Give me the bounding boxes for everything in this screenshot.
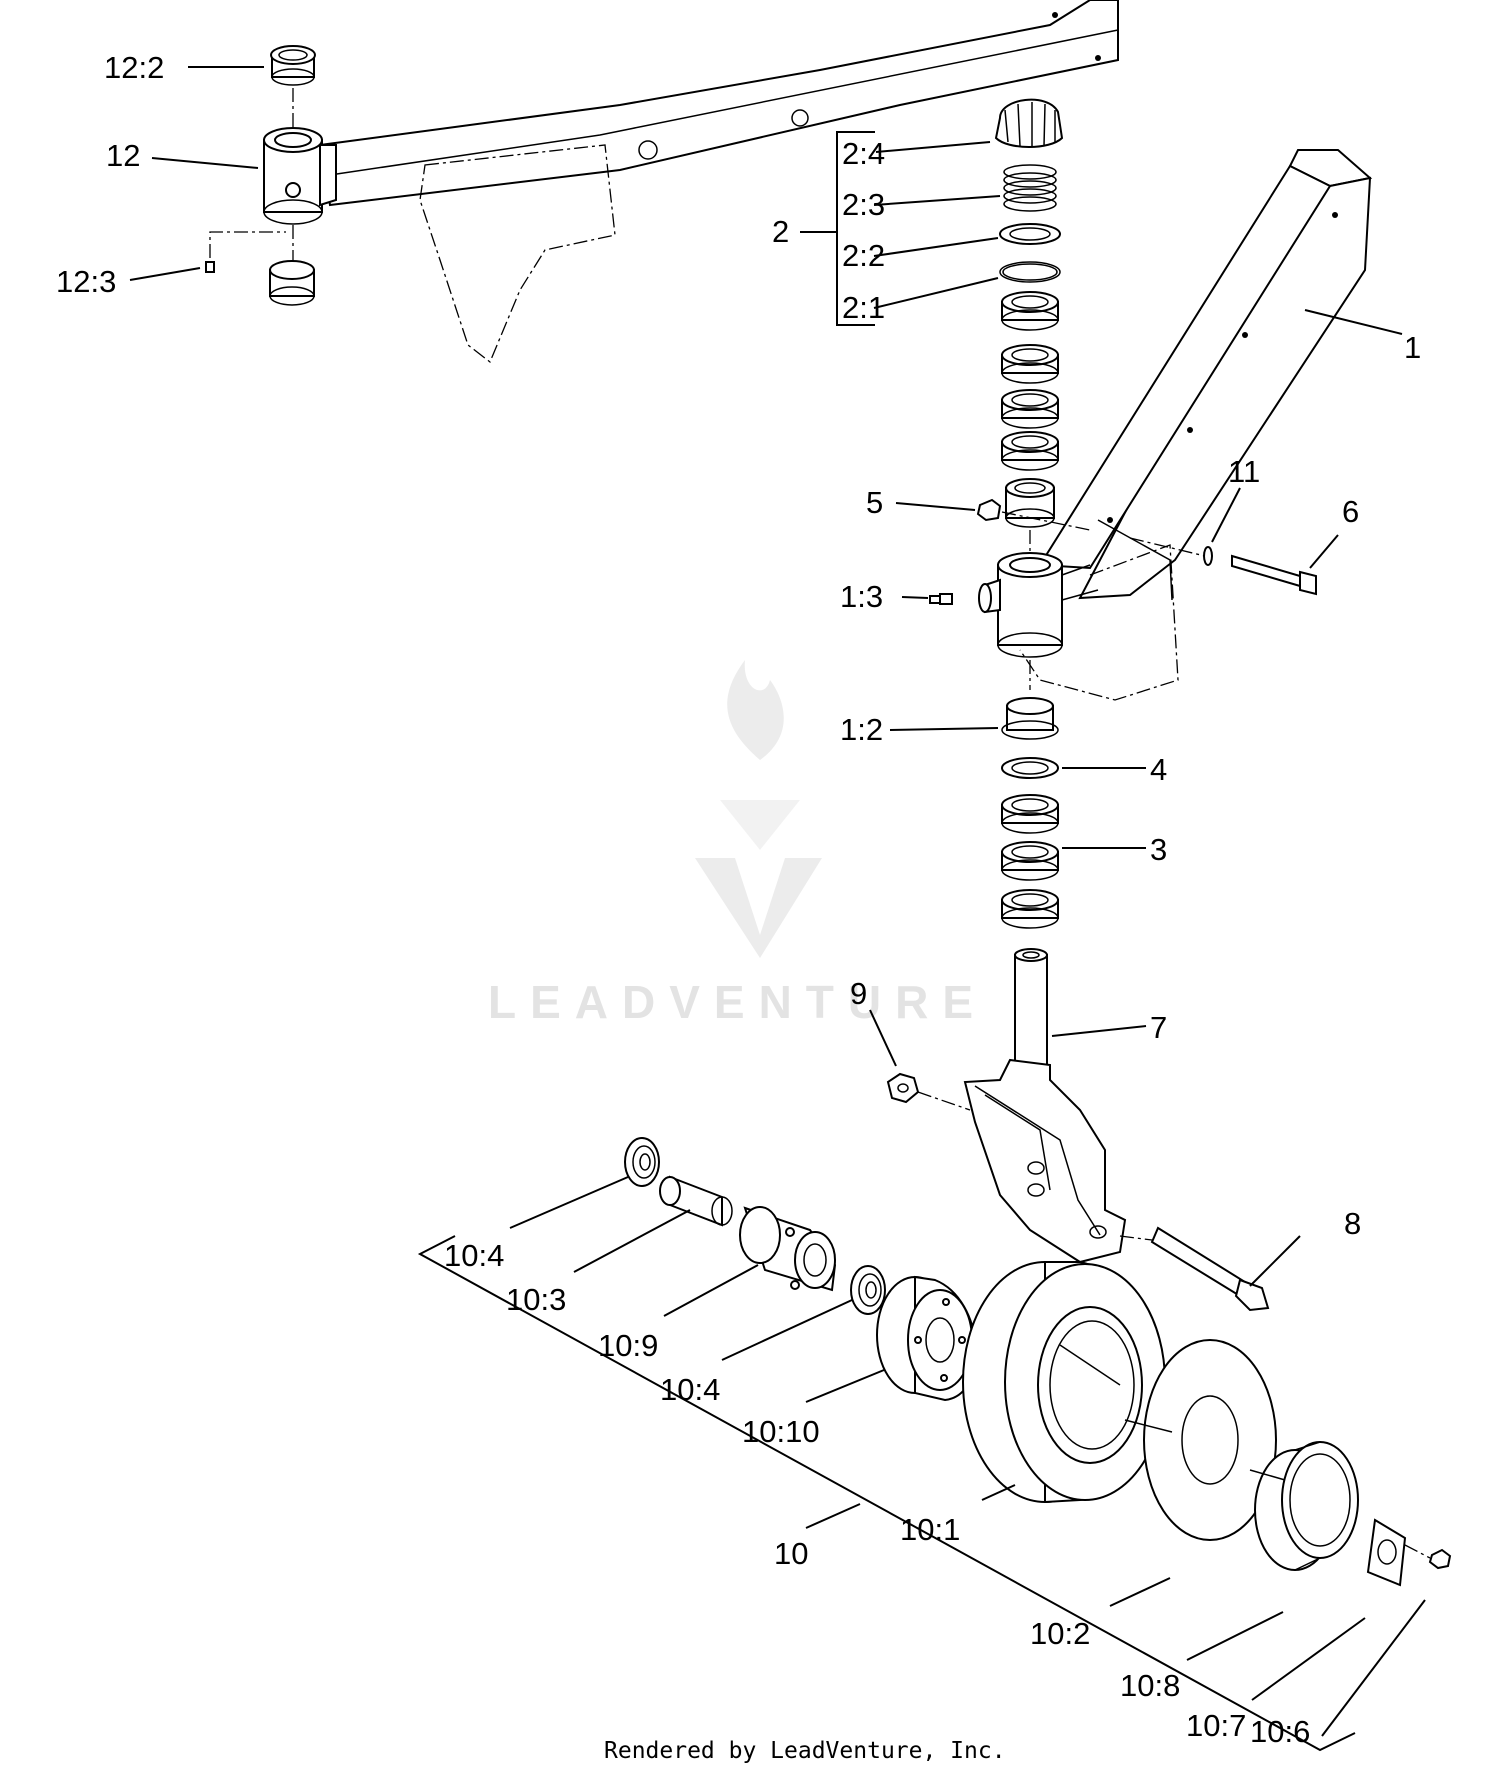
part-2-1-snap-ring: [999, 261, 1061, 283]
callout-10-9: 10:9: [598, 1328, 658, 1363]
group-2-bracket: [836, 131, 875, 326]
callout-4: 4: [1150, 752, 1167, 787]
frame-arm: [1019, 149, 1373, 701]
part-10-1-tire: [962, 1261, 1166, 1504]
part-10-4-bearing-left: [624, 1137, 660, 1187]
part-10-7-plate: [1366, 1518, 1407, 1587]
part-10-2-tube: [1143, 1339, 1277, 1541]
callout-10-7: 10:7: [1186, 1708, 1246, 1743]
callout-10: 10: [774, 1536, 808, 1571]
part-10-4-bearing-right: [850, 1265, 886, 1315]
part-1-2-bushing: [1001, 697, 1059, 740]
callout-10-2: 10:2: [1030, 1616, 1090, 1651]
watermark-text: LEADVENTURE: [488, 976, 987, 1028]
callout-10-10: 10:10: [742, 1414, 820, 1449]
callout-12-2: 12:2: [104, 50, 164, 85]
callout-10-4-left: 10:4: [444, 1238, 504, 1273]
part-4-washer: [1001, 757, 1059, 779]
callout-9: 9: [850, 976, 867, 1011]
part-5-nut: [976, 498, 1002, 522]
part-10-6-nut: [1428, 1548, 1452, 1570]
spindle-upper-bearings: [1001, 291, 1059, 528]
part-10-9-hub: [739, 1206, 837, 1292]
callout-10-8: 10:8: [1120, 1668, 1180, 1703]
part-3-bearings: [1001, 794, 1059, 929]
part-12-lower-bushing: [269, 260, 315, 306]
callout-10-3: 10:3: [506, 1282, 566, 1317]
part-10-8-rim-half: [1254, 1441, 1359, 1571]
callout-2-4: 2:4: [842, 136, 885, 171]
callout-3: 3: [1150, 832, 1167, 867]
group-10-bracket: [417, 1235, 1356, 1752]
callout-2-1: 2:1: [842, 290, 885, 325]
leader-lines: [129, 66, 1426, 1737]
caster-pivot-tube: [978, 552, 1099, 658]
part-12-2-bushing: [270, 45, 316, 86]
part-10-3-spacer: [659, 1175, 733, 1227]
callout-2-3: 2:3: [842, 187, 885, 222]
callout-6: 6: [1342, 494, 1359, 529]
part-2-4-cap: [994, 98, 1064, 148]
callout-labels: 12:2 12 12:3 2:4 2:3 2 2:2 2:1 1 5 11 6 …: [56, 50, 1421, 1749]
callout-11: 11: [1228, 454, 1260, 489]
callout-1-2: 1:2: [840, 712, 883, 747]
callout-10-1: 10:1: [900, 1512, 960, 1547]
callout-12-3: 12:3: [56, 264, 116, 299]
callout-10-4-right: 10:4: [660, 1372, 720, 1407]
leadventure-watermark: LEADVENTURE: [488, 660, 987, 1028]
part-6-bolt: [1231, 554, 1317, 596]
callout-8: 8: [1344, 1206, 1361, 1241]
part-12-pivot-tube: [263, 127, 337, 225]
callout-1-3: 1:3: [840, 579, 883, 614]
flame-logo-icon: [695, 660, 822, 958]
callout-12: 12: [106, 138, 140, 173]
callout-2-2: 2:2: [842, 238, 885, 273]
part-12-3-grease-fitting: [205, 261, 215, 273]
part-11-washer: [1203, 546, 1213, 566]
callout-1: 1: [1404, 330, 1421, 365]
callout-7: 7: [1150, 1010, 1167, 1045]
part-2-2-washer: [999, 223, 1061, 245]
footer-credit: Rendered by LeadVenture, Inc.: [604, 1738, 1006, 1764]
part-9-nut: [886, 1072, 920, 1104]
callout-10-6: 10:6: [1250, 1714, 1310, 1749]
part-2-3-spring: [1003, 164, 1057, 212]
part-7-caster-fork: [963, 948, 1127, 1264]
part-10-10-rim-half: [876, 1275, 977, 1402]
callout-2: 2: [772, 214, 789, 249]
part-8-bolt: [1150, 1226, 1270, 1312]
part-1-3-grease-fitting: [929, 593, 953, 605]
callout-5: 5: [866, 485, 883, 520]
upper-frame: [318, 0, 1119, 364]
